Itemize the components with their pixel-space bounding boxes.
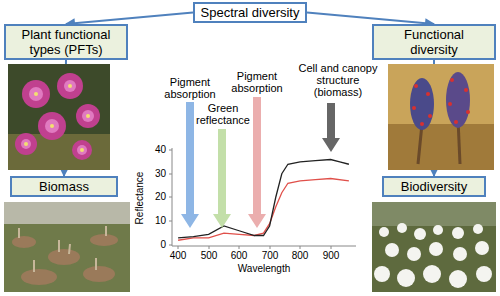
band-label: Pigment absorption — [158, 76, 222, 100]
tick-label: 700 — [255, 250, 285, 262]
band-label: Cell and canopy structure (biomass) — [294, 62, 382, 98]
axis-title: Reflectance — [134, 162, 146, 234]
tick-label: 30 — [146, 168, 166, 180]
tick-label: 400 — [163, 250, 193, 262]
tick-label: 500 — [194, 250, 224, 262]
band-label: Green reflectance — [194, 102, 252, 126]
tick-label: 10 — [146, 215, 166, 227]
tick-label: 20 — [146, 191, 166, 203]
band-label: Pigment absorption — [226, 70, 288, 94]
spectral-box: Spectral diversity — [193, 2, 307, 23]
flower-photo — [8, 64, 110, 170]
tick-label: 0 — [146, 239, 166, 251]
pft-box: Plant functional types (PFTs) — [4, 24, 128, 60]
biomass-box: Biomass — [10, 176, 118, 197]
tick-label: 40 — [146, 144, 166, 156]
arrow-connector — [66, 13, 193, 25]
function-box: Functional diversity — [372, 24, 496, 60]
box-text: Plant functional types (PFTs) — [11, 27, 121, 57]
tick-label: 900 — [316, 250, 346, 262]
box-text: Functional diversity — [379, 27, 489, 57]
tundra-photo — [4, 202, 130, 292]
tick-label: 800 — [285, 250, 315, 262]
arrow-connector — [307, 13, 434, 25]
catkin-photo — [388, 64, 494, 170]
box-text: Biodiversity — [389, 179, 479, 194]
biodiversity-box: Biodiversity — [382, 176, 486, 197]
axis-title: Wavelength — [224, 263, 304, 275]
box-text: Biomass — [17, 179, 111, 194]
box-text: Spectral diversity — [200, 5, 300, 20]
tick-label: 600 — [224, 250, 254, 262]
cottongrass-photo — [372, 202, 496, 292]
